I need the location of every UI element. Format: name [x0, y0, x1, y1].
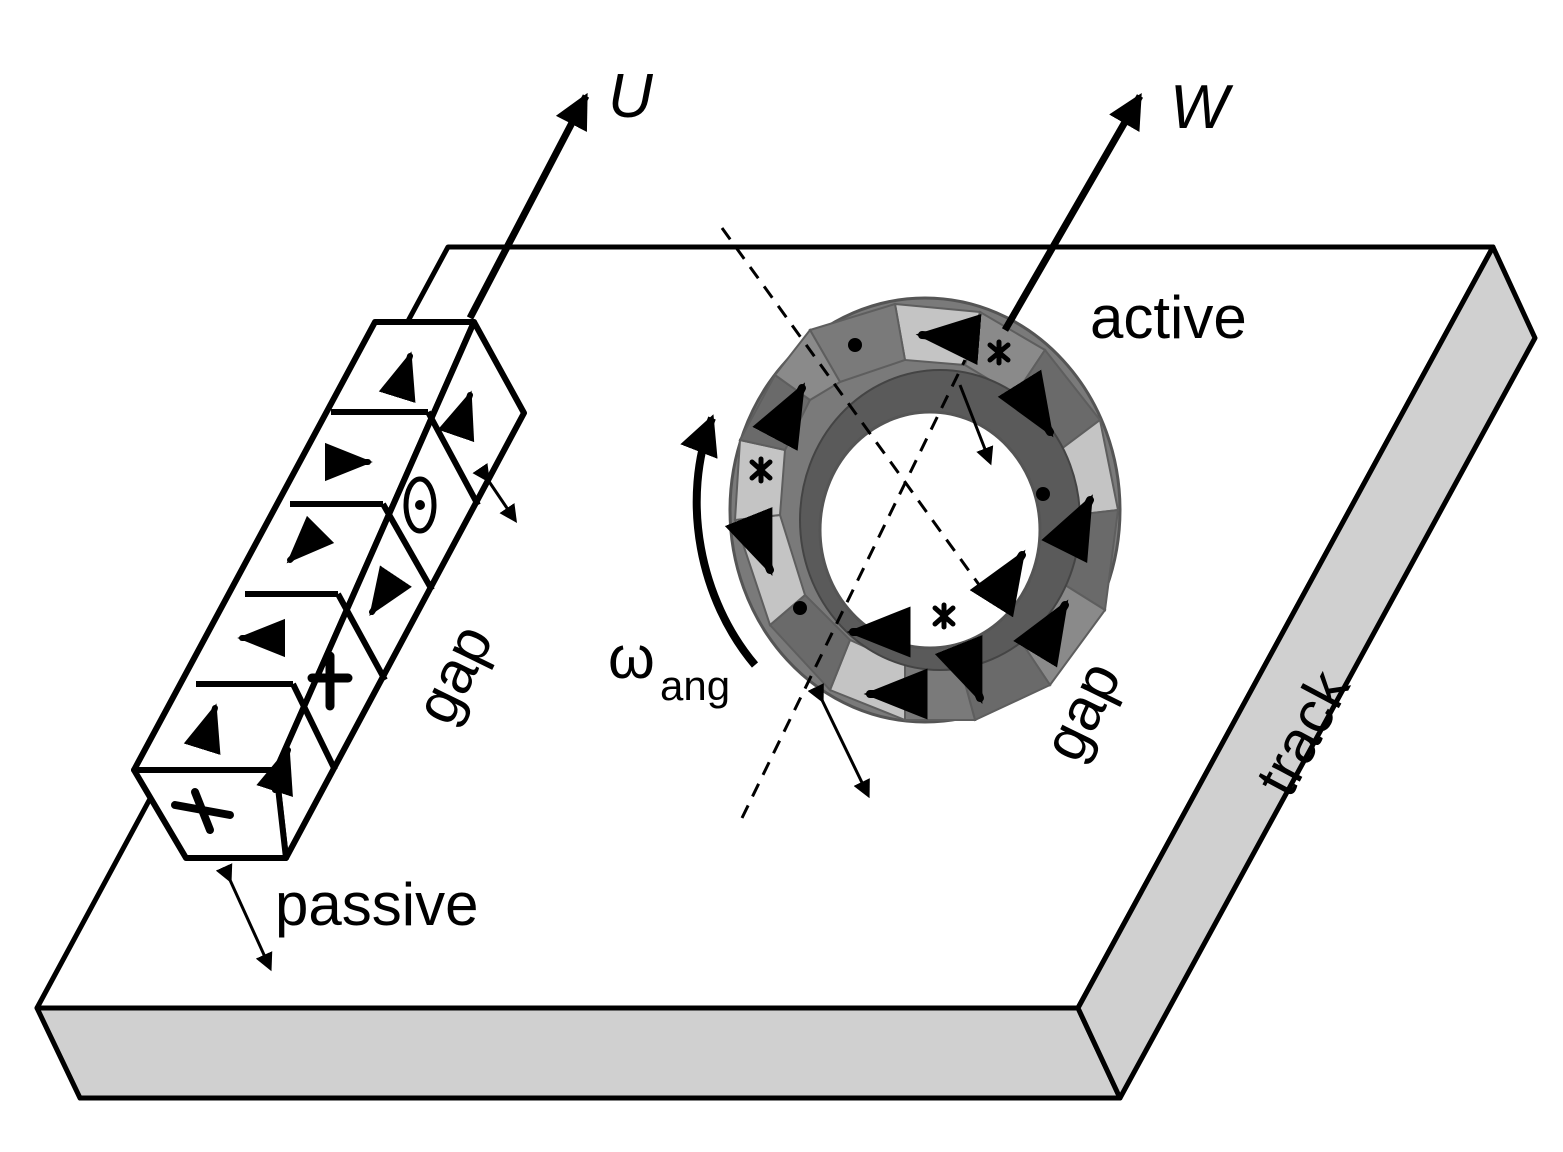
ring-axis-dashed-1 — [720, 227, 992, 601]
passive-symbol-up-arrow — [183, 703, 221, 755]
omega-symbol: ω — [608, 624, 655, 691]
active-symbol-up-right-arrow — [969, 549, 1026, 618]
rotation-arc-arrow — [680, 414, 759, 668]
label-active: active — [1090, 284, 1247, 351]
active-symbol-left-arrow — [915, 314, 982, 366]
ring-hole — [818, 410, 1042, 650]
passive-symbol-up-arrow — [437, 390, 475, 443]
u-velocity-arrow — [466, 92, 590, 320]
passive-symbol-cross — [307, 651, 353, 711]
label-omega-ang: ω ang — [608, 624, 730, 709]
active-symbol-cross — [987, 339, 1011, 366]
label-u: U — [608, 62, 654, 131]
active-magnetization-symbols — [724, 314, 1094, 720]
passive-magnetization-symbols — [171, 351, 475, 834]
ring-inner-gap-arrow — [958, 384, 994, 466]
track-right-face — [1075, 244, 1538, 1101]
active-symbol-dot — [1036, 487, 1050, 501]
active-symbol-up-right-arrow — [1041, 494, 1094, 563]
active-symbol-up-right-arrow — [752, 382, 806, 451]
passive-symbol-down-left-arrow — [369, 565, 412, 616]
passive-gap-arrow — [472, 463, 518, 523]
active-symbol-dot — [848, 338, 862, 352]
active-symbol-up-right-arrow — [1013, 599, 1069, 668]
active-symbol-down-right-arrow — [724, 507, 774, 576]
active-symbol-down-right-arrow — [997, 369, 1054, 438]
ring-axis-dashed-2 — [740, 359, 967, 819]
passive-symbol-up-arrow — [256, 745, 293, 798]
passive-symbol-cross — [171, 788, 234, 834]
passive-symbol-dot-circle — [403, 476, 437, 534]
active-symbol-down-right-arrow — [934, 635, 984, 704]
passive-symbol-down-left-arrow — [286, 515, 335, 564]
active-gap-arrow — [807, 683, 870, 799]
active-symbol-cross — [932, 602, 956, 630]
w-velocity-arrow — [1001, 92, 1144, 332]
passive-lift-arrow — [215, 863, 273, 972]
active-symbol-dot — [793, 601, 807, 615]
label-w: W — [1170, 73, 1234, 142]
passive-symbol-up-arrow — [378, 351, 416, 403]
omega-subscript: ang — [660, 662, 730, 709]
track-front-face — [34, 1005, 1123, 1101]
active-symbol-cross — [749, 456, 773, 484]
label-passive: passive — [275, 871, 478, 938]
